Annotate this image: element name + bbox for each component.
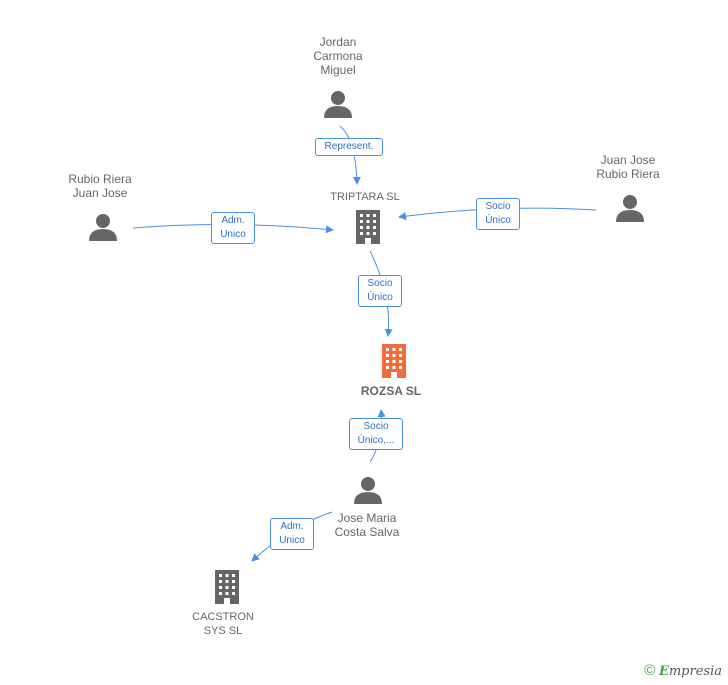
node-label-rubio-riera-juan-jose[interactable]: Rubio Riera Juan Jose xyxy=(68,172,132,200)
node-label-cacstron[interactable]: CACSTRON SYS SL xyxy=(192,611,254,637)
relation-label-adm-unico[interactable]: Adm. Unico xyxy=(211,212,255,244)
brand-name: Empresia xyxy=(658,664,722,679)
node-label-jose-maria-costa-salva[interactable]: Jose Maria Costa Salva xyxy=(334,511,400,539)
person-icon[interactable] xyxy=(353,475,383,505)
relation-label-socio-unico-multi[interactable]: Socio Único,... xyxy=(349,418,403,450)
node-label-jordan[interactable]: Jordan Carmona Miguel xyxy=(313,35,363,77)
node-label-juan-jose-rubio-riera[interactable]: Juan Jose Rubio Riera xyxy=(596,153,660,181)
person-icon[interactable] xyxy=(615,193,645,223)
relation-label-socio-unico[interactable]: Socio Único xyxy=(358,275,402,307)
empresia-logo: © Empresia xyxy=(644,662,722,679)
building-icon[interactable] xyxy=(211,570,243,604)
copyright-icon: © xyxy=(644,662,656,679)
person-icon[interactable] xyxy=(323,89,353,119)
relation-label-socio-unico[interactable]: Socio Único xyxy=(476,198,520,230)
person-icon[interactable] xyxy=(88,212,118,242)
building-icon[interactable] xyxy=(352,210,384,244)
node-label-triptara[interactable]: TRIPTARA SL xyxy=(330,191,400,203)
node-label-rozsa[interactable]: ROZSA SL xyxy=(360,384,422,398)
relation-label-adm-unico[interactable]: Adm. Unico xyxy=(270,518,314,550)
relation-label-represent[interactable]: Represent. xyxy=(315,138,383,156)
building-focus-icon[interactable] xyxy=(378,344,410,378)
